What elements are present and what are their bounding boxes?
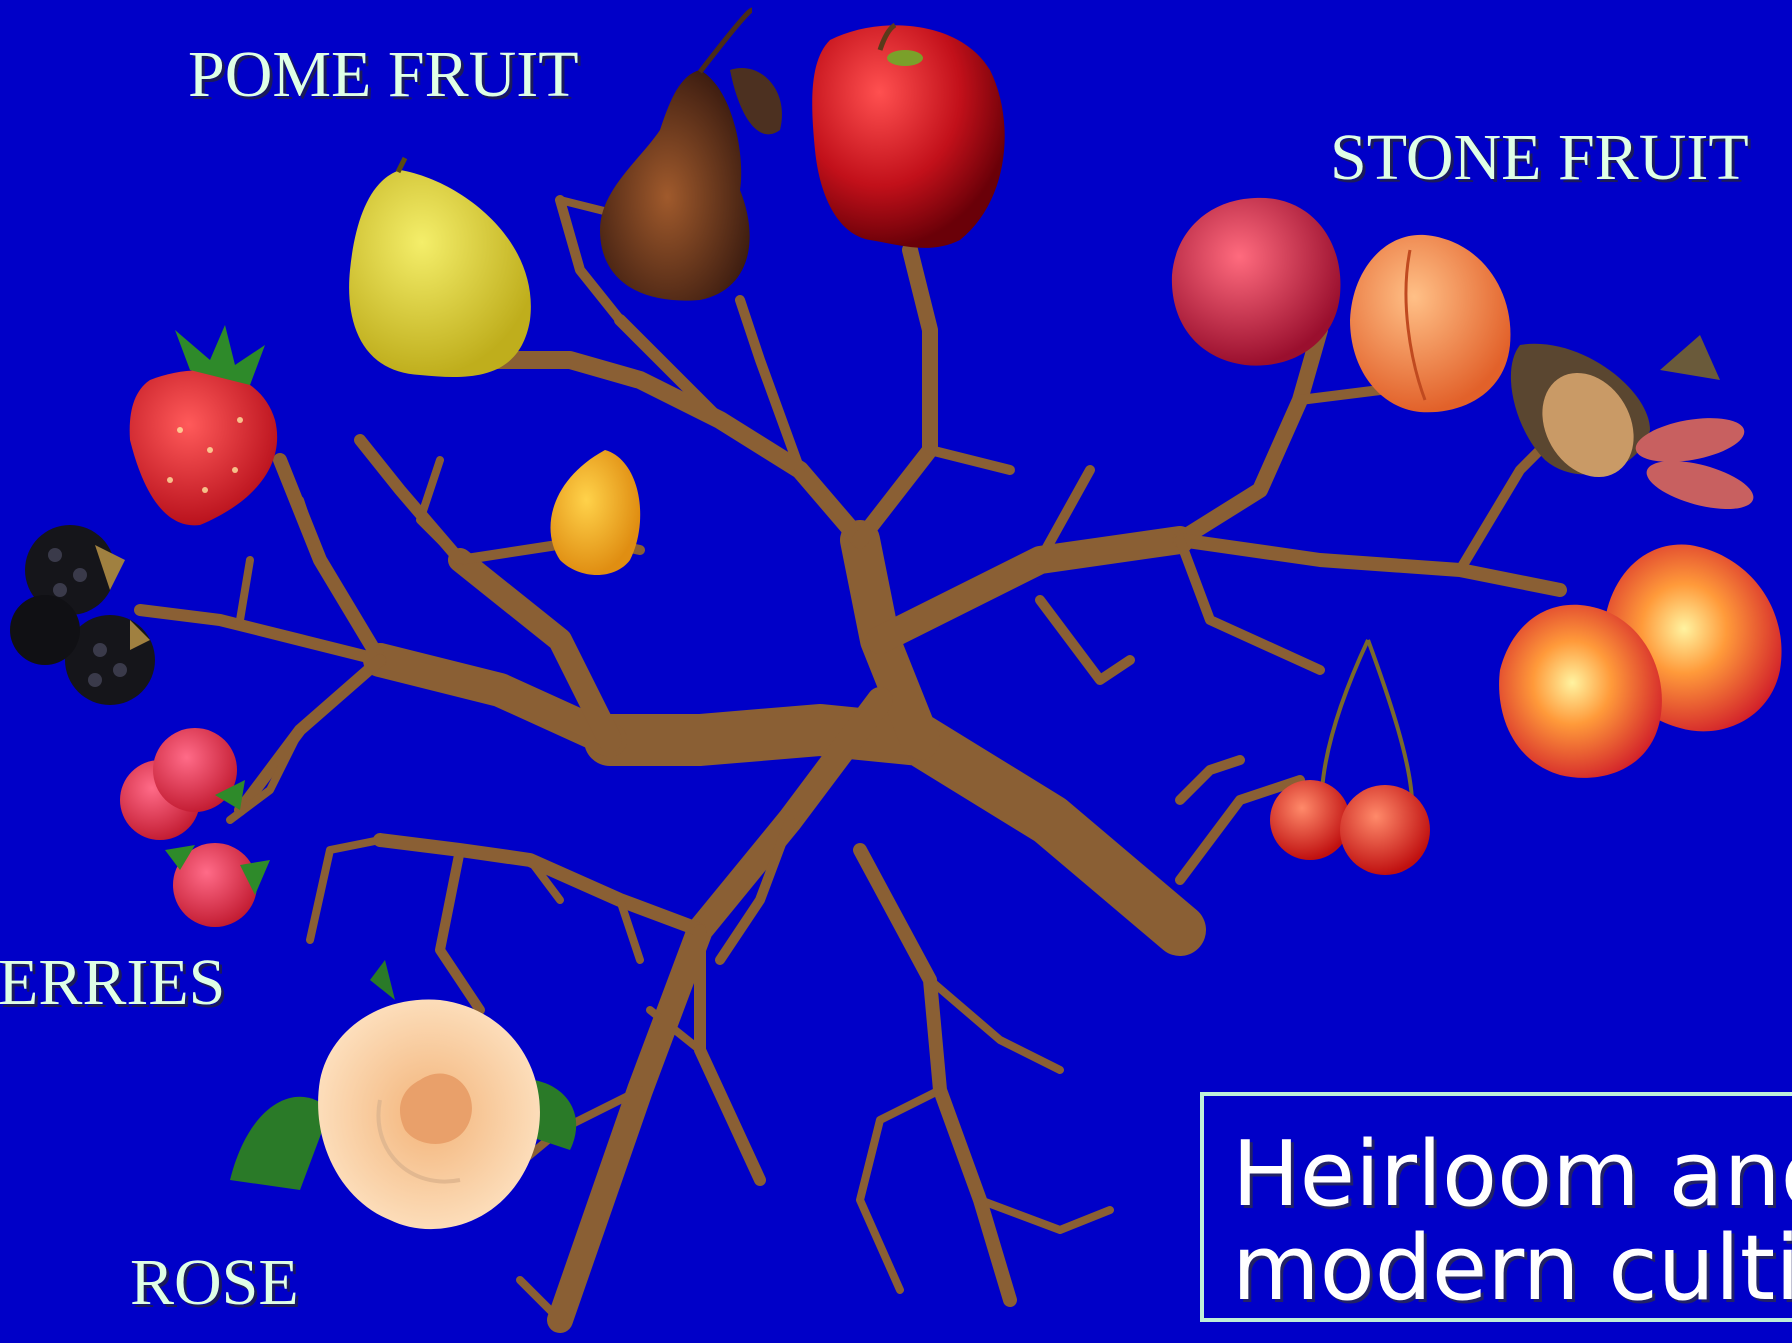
- caption-line-2: modern cultiv: [1232, 1224, 1792, 1314]
- cherry-fruit: [1270, 640, 1430, 875]
- apricot-fruit: [1350, 235, 1510, 412]
- caption-box: Heirloom and modern cultiv: [1200, 1092, 1792, 1322]
- raspberry-fruit: [120, 728, 270, 927]
- caption-line-1: Heirloom and: [1232, 1130, 1792, 1220]
- almond-nut: [1511, 335, 1758, 519]
- blackberry-fruit: [10, 525, 155, 705]
- loquat-fruit: [550, 450, 640, 575]
- pear-fruit: [600, 10, 782, 301]
- rose-label: ROSE: [130, 1250, 299, 1316]
- stone-fruit-label: STONE FRUIT: [1330, 125, 1749, 191]
- strawberry-fruit: [130, 325, 277, 525]
- apple-fruit: [812, 25, 1004, 248]
- quince-fruit: [349, 158, 531, 377]
- rose-flower: [230, 960, 576, 1229]
- pome-fruit-label: POME FRUIT: [188, 42, 579, 108]
- berries-label: ERRIES: [0, 950, 225, 1016]
- plum-fruit: [1172, 198, 1341, 366]
